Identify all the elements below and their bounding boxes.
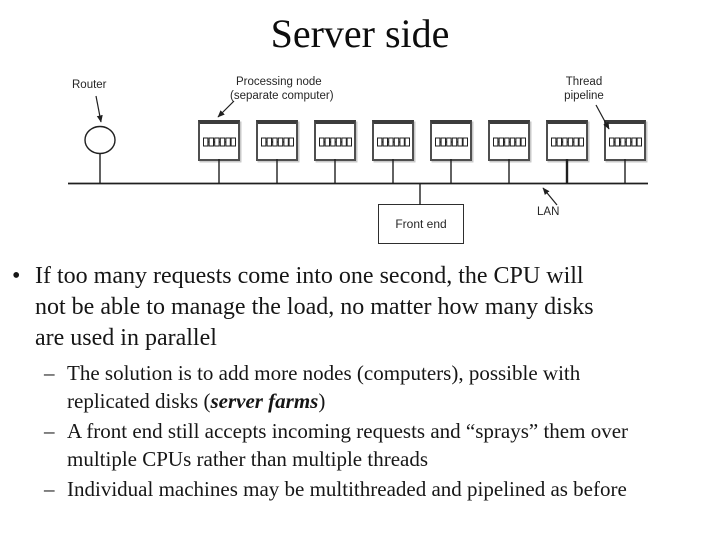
lan-label: LAN bbox=[537, 206, 560, 218]
processing-node-callout-arrow bbox=[217, 100, 235, 118]
server-side-diagram: Router Processing node (separate compute… bbox=[0, 0, 720, 260]
thread-pipeline-icon bbox=[318, 137, 352, 146]
bullet-marker: • bbox=[12, 263, 21, 289]
sub-bullet-text: The solution is to add more nodes (compu… bbox=[67, 359, 580, 415]
processing-node-box bbox=[604, 120, 646, 161]
router-callout-arrow bbox=[95, 95, 103, 123]
processing-node-label-line2: (separate computer) bbox=[230, 89, 334, 102]
processing-node-box bbox=[372, 120, 414, 161]
bullet-line: Individual machines may be multithreaded… bbox=[67, 477, 627, 501]
thread-pipeline-icon bbox=[550, 137, 584, 146]
processing-node-label-line1: Processing node bbox=[236, 76, 322, 88]
processing-node-label: Processing node (separate computer) bbox=[230, 76, 334, 103]
bullet-line: A front end still accepts incoming reque… bbox=[67, 419, 629, 443]
processing-node-box bbox=[430, 120, 472, 161]
thread-pipeline-label-line1: Thread bbox=[565, 76, 603, 88]
sub-bullet-front-end: – A front end still accepts incoming req… bbox=[44, 417, 628, 473]
line-segment: replicated disks ( bbox=[67, 389, 211, 413]
server-farms-emphasis: server farms bbox=[210, 389, 319, 413]
processing-node-box bbox=[198, 120, 240, 161]
sub-bullet-text: A front end still accepts incoming reque… bbox=[67, 417, 628, 473]
bullet-line: are used in parallel bbox=[35, 325, 217, 351]
thread-pipeline-icon bbox=[434, 137, 468, 146]
bullet-line: If too many requests come into one secon… bbox=[35, 263, 584, 289]
thread-pipeline-label-line2: pipeline bbox=[564, 89, 604, 102]
processing-node-box bbox=[314, 120, 356, 161]
main-bullet-text: If too many requests come into one secon… bbox=[35, 261, 594, 354]
main-bullet: • If too many requests come into one sec… bbox=[12, 261, 628, 354]
lan-callout-arrow bbox=[542, 187, 558, 206]
processing-node-box bbox=[256, 120, 298, 161]
bullet-line: replicated disks (server farms) bbox=[67, 387, 580, 415]
line-segment: ) bbox=[318, 389, 326, 413]
thread-pipeline-icon bbox=[202, 137, 236, 146]
thread-pipeline-icon bbox=[492, 137, 526, 146]
dash-marker: – bbox=[44, 477, 55, 501]
bullet-line: multiple CPUs rather than multiple threa… bbox=[67, 447, 429, 471]
thread-pipeline-icon bbox=[376, 137, 410, 146]
bullet-line: The solution is to add more nodes (compu… bbox=[67, 361, 581, 385]
router-label: Router bbox=[72, 79, 107, 91]
thread-pipeline-icon bbox=[608, 137, 642, 146]
thread-pipeline-icon bbox=[260, 137, 294, 146]
sub-bullet-list: – The solution is to add more nodes (com… bbox=[44, 359, 628, 503]
page-title: Server side bbox=[270, 11, 450, 56]
sub-bullet-text: Individual machines may be multithreaded… bbox=[67, 475, 627, 503]
processing-node-box bbox=[546, 120, 588, 161]
sub-bullet-individual-machines: – Individual machines may be multithread… bbox=[44, 475, 628, 503]
sub-bullet-solution: – The solution is to add more nodes (com… bbox=[44, 359, 628, 415]
dash-marker: – bbox=[44, 361, 55, 385]
front-end-label: Front end bbox=[395, 217, 447, 231]
bullet-list: • If too many requests come into one sec… bbox=[12, 261, 628, 503]
router-circle bbox=[84, 125, 116, 155]
front-end-box: Front end bbox=[378, 204, 464, 244]
bullet-line: not be able to manage the load, no matte… bbox=[35, 294, 594, 320]
thread-pipeline-label: Thread pipeline bbox=[552, 76, 616, 103]
dash-marker: – bbox=[44, 419, 55, 443]
processing-node-box bbox=[488, 120, 530, 161]
